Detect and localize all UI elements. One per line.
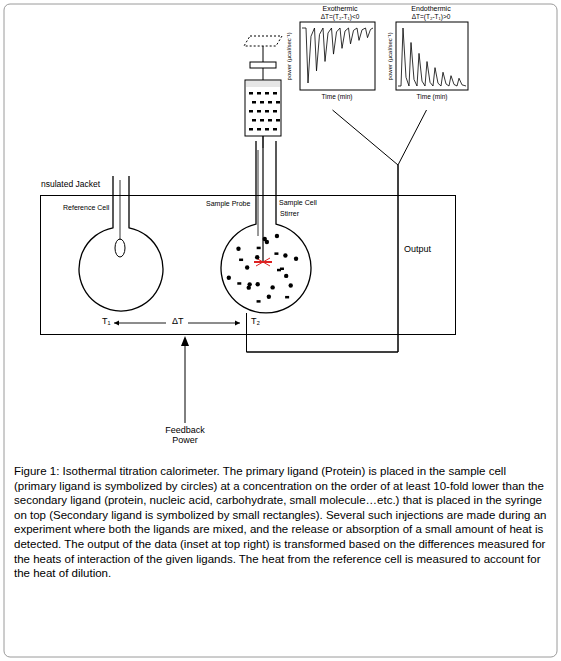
node-label: nsulated Jacket (41, 180, 100, 189)
ligand-rect (268, 119, 272, 122)
secondary-ligand (249, 92, 280, 131)
ligand-circle (270, 285, 274, 289)
ligand-rect (265, 110, 269, 113)
ligand-rect (273, 92, 277, 95)
ligand-circle (263, 237, 267, 241)
ligand-circle (267, 295, 271, 299)
edge-label: Output (404, 245, 431, 255)
ligand-circle (236, 247, 240, 251)
ligand-rect (276, 119, 280, 122)
plot-frames (300, 22, 468, 90)
ligand-rect (252, 119, 256, 122)
flask-outline (61, 176, 171, 313)
node-label: ΔT=(T₂-T₁)>0 (392, 14, 470, 21)
syringe (244, 36, 282, 148)
ligand-circle (289, 283, 293, 287)
stirrer-label: Stirrer (280, 210, 299, 218)
ligand-rect (273, 128, 277, 131)
feedback-label: Feedback Power (160, 426, 210, 446)
node-label: Exothermic (300, 5, 380, 12)
ligand-rect (249, 128, 253, 131)
ligand-rect (285, 296, 289, 299)
thermogram-trace (302, 28, 466, 86)
node-label: ΔT=(T₂-T₁)<0 (300, 14, 380, 21)
axis-label: Time (min) (407, 93, 457, 100)
exothermic-trace (302, 28, 373, 83)
delta-t-label: ΔT (172, 317, 184, 327)
output-wire (247, 110, 427, 352)
temperature-label: T₂ (251, 317, 260, 327)
probe-label: Sample Probe (206, 200, 250, 208)
ligand-rect (274, 252, 278, 255)
ligand-circle (284, 274, 288, 278)
ligand-rect (260, 101, 264, 104)
sample-cell: Sample Cell (201, 141, 331, 313)
flask-outline (201, 141, 331, 313)
ligand-rect (257, 300, 261, 303)
axis-label: Time (min) (312, 93, 362, 100)
ligand-rect (265, 128, 269, 131)
node-label: Reference Cell (63, 204, 109, 211)
temperature-label: T₁ (102, 317, 111, 327)
output-wire (247, 110, 399, 352)
ligand-rect (276, 101, 280, 104)
feedback-arrow (181, 336, 189, 423)
ligand-rect (252, 101, 256, 104)
ligand-circle (256, 282, 260, 286)
node-label: Endothermic (392, 5, 470, 12)
ligand-circle (227, 276, 231, 280)
figure-border (4, 4, 557, 657)
endothermic-trace (398, 28, 466, 86)
primary-ligand (227, 234, 299, 303)
ligand-circle (247, 285, 251, 289)
sample-internals (254, 148, 272, 266)
ligand-rect (257, 92, 261, 95)
axis-label: power (µcal/sec⁻¹) (286, 26, 293, 86)
ligand-rect (265, 92, 269, 95)
ligand-circle (294, 257, 298, 261)
ligand-rect (249, 110, 253, 113)
figure-caption: Figure 1: Isothermal titration calorimet… (14, 464, 548, 581)
ligand-rect (257, 247, 261, 250)
insulated-jacket: nsulated JacketReference CellSample Cell (40, 195, 456, 335)
ligand-rect (280, 268, 284, 271)
ligand-rect (249, 92, 253, 95)
ligand-circle (283, 253, 287, 257)
node-label: Sample Cell (279, 199, 317, 206)
ligand-circle (275, 234, 279, 238)
ligand-circle (245, 265, 249, 269)
reference-internals (115, 180, 125, 257)
axis-label: power (µcal/sec⁻¹) (387, 26, 394, 86)
ligand-rect (260, 119, 264, 122)
ligand-rect (237, 282, 241, 285)
reference-cell: Reference Cell (61, 176, 171, 313)
ligand-rect (257, 110, 261, 113)
ligand-rect (273, 110, 277, 113)
ligand-circle (255, 255, 259, 259)
ligand-rect (268, 101, 272, 104)
ligand-rect (239, 259, 243, 262)
ligand-rect (257, 128, 261, 131)
